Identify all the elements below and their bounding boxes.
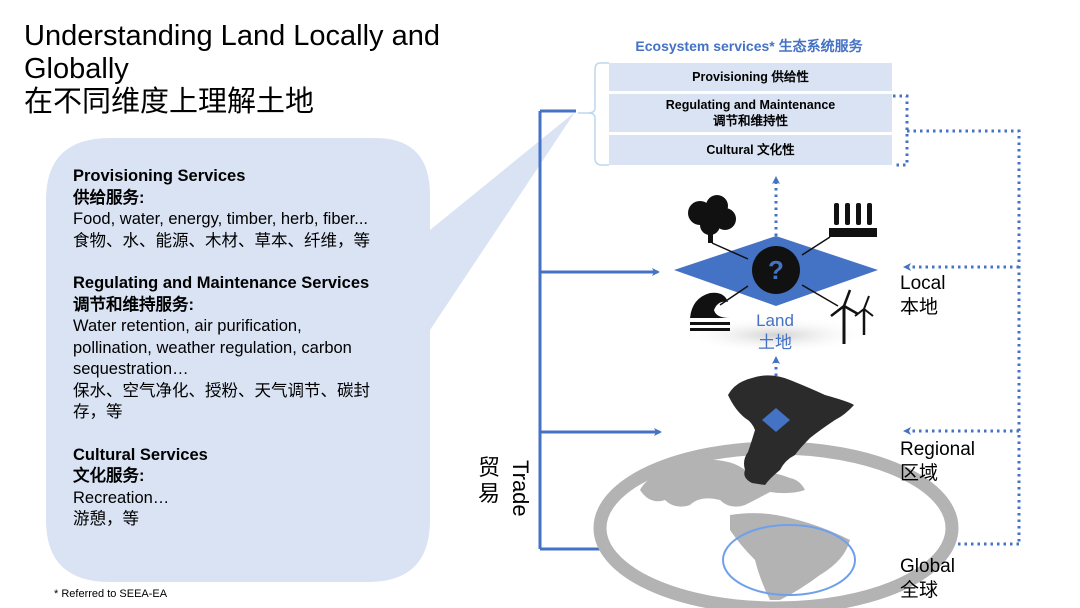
scale-label-en: Global [900, 556, 955, 577]
title-line-1: Understanding Land Locally and [24, 20, 440, 52]
ecosystem-box-cultural: Cultural 文化性 [609, 135, 892, 165]
wave-icon [690, 292, 730, 331]
box-label: Regulating and Maintenance [665, 98, 836, 112]
title-line-3: 在不同维度上理解土地 [24, 86, 315, 118]
section-line: 食物、水、能源、木材、草本、纤维，等 [73, 231, 370, 250]
section-heading: Cultural Services [73, 445, 208, 464]
box-label-zh: 调节和维持性 [712, 114, 788, 128]
land-label-en: Land [756, 311, 794, 330]
regional-land-marker [762, 408, 790, 432]
section-line: pollination, weather regulation, carbon [73, 338, 352, 357]
section-line: sequestration… [73, 360, 189, 378]
section-line: Water retention, air purification, [73, 317, 302, 335]
land-label-zh: 土地 [758, 333, 792, 352]
question-mark-icon [752, 246, 800, 294]
speech-bubble [46, 112, 575, 582]
scale-label-zh: 本地 [900, 297, 939, 318]
land-shadow [681, 317, 871, 353]
global-highlight-ring [722, 524, 856, 596]
ecosystem-box-provisioning: Provisioning 供给性 [609, 63, 892, 91]
land-label: Land 土地 [745, 310, 805, 354]
scale-local: Local 本地 [900, 272, 945, 320]
scale-label-en: Regional [900, 439, 975, 460]
cultural-services-section: Cultural Services 文化服务: Recreation… 游憩，等 [73, 445, 433, 531]
svg-text:?: ? [768, 255, 784, 285]
scale-label-zh: 全球 [900, 580, 939, 601]
ecosystem-bracket [578, 62, 609, 166]
south-america-map-icon [728, 375, 854, 485]
icon-arrows [711, 236, 839, 307]
services-description: Provisioning Services 供给服务: Food, water,… [73, 166, 433, 552]
section-heading: Regulating and Maintenance Services [73, 274, 370, 292]
section-heading-zh: 调节和维持服务: [73, 295, 194, 314]
scale-regional: Regional 区域 [900, 438, 975, 486]
title-line-2: Globally [24, 53, 129, 85]
trade-label-zh: 贸易 [478, 455, 501, 506]
section-line: 游憩，等 [73, 510, 139, 528]
tree-icon [688, 195, 736, 243]
page-title: Understanding Land Locally and Globally … [24, 20, 440, 119]
box-label: Cultural 文化性 [706, 143, 795, 157]
ecosystem-services-title: Ecosystem services* 生态系统服务 [635, 38, 863, 54]
box-label: Provisioning 供给性 [692, 70, 809, 84]
section-line: Food, water, energy, timber, herb, fiber… [73, 210, 369, 228]
section-heading-zh: 供给服务: [73, 188, 145, 207]
scale-label-en: Local [900, 273, 946, 294]
section-line: 保水、空气净化、授粉、天气调节、碳封 [73, 381, 370, 400]
scale-label-zh: 区域 [900, 463, 939, 484]
provisioning-services-section: Provisioning Services 供给服务: Food, water,… [73, 166, 433, 252]
section-line: Recreation… [73, 488, 170, 507]
section-heading: Provisioning Services [73, 167, 246, 185]
footnote: * Referred to SEEA-EA [54, 588, 168, 600]
wheat-field-icon [829, 203, 877, 237]
land-diamond: ? [674, 236, 878, 306]
scale-global: Global 全球 [900, 555, 955, 603]
section-line: 存，等 [73, 403, 123, 421]
wind-turbine-icon [830, 289, 874, 344]
trade-label-en: Trade [508, 460, 533, 517]
regulating-services-section: Regulating and Maintenance Services 调节和维… [73, 273, 433, 424]
section-heading-zh: 文化服务: [73, 467, 145, 485]
ecosystem-box-regulating: Regulating and Maintenance 调节和维持性 [609, 94, 892, 132]
